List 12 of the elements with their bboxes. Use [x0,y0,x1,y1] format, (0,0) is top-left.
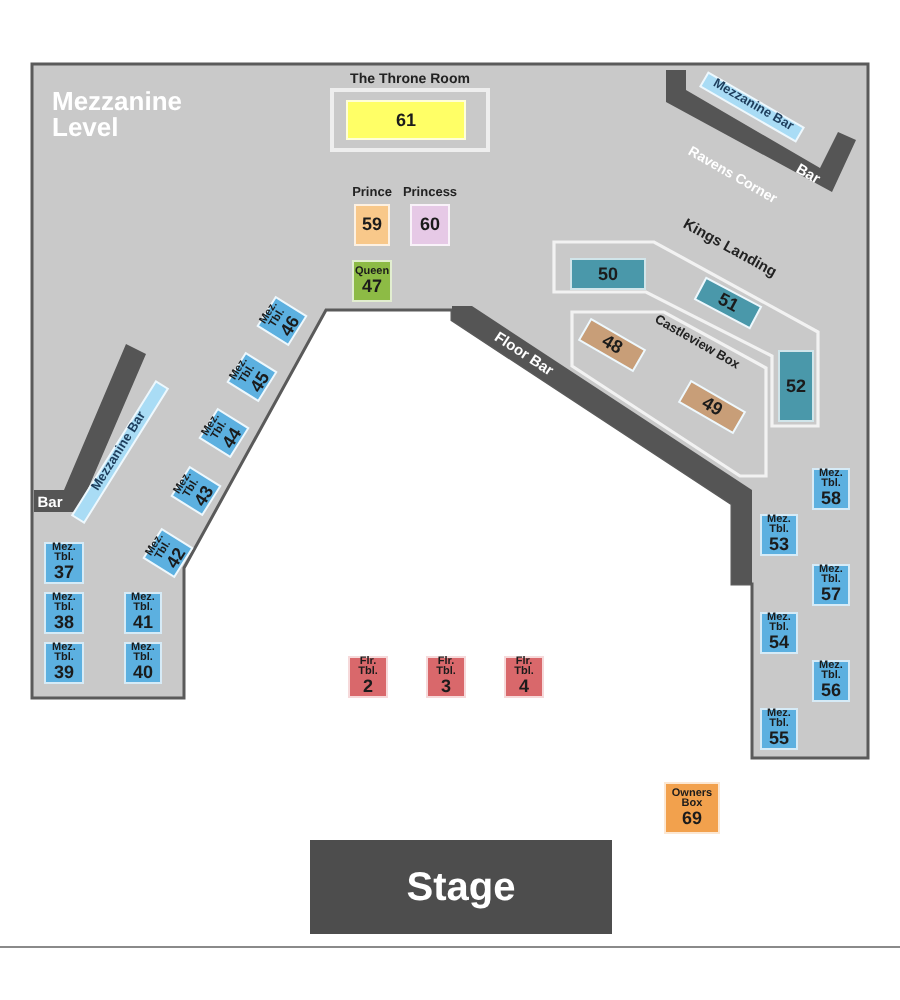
lounge-outline [570,310,768,478]
seating-section: 48 [577,316,647,372]
seating-section: 51 [693,275,763,329]
stage-block: Stage [310,840,612,934]
seating-section: 59 [354,204,390,246]
seating-section: 61 [346,100,466,140]
mezzanine-floor-area [32,64,868,758]
seating-section: 52 [778,350,814,422]
seating-section: 49 [677,378,747,434]
seating-section: 50 [570,258,646,290]
bar-counter [34,344,146,512]
seating-section: 60 [410,204,450,246]
